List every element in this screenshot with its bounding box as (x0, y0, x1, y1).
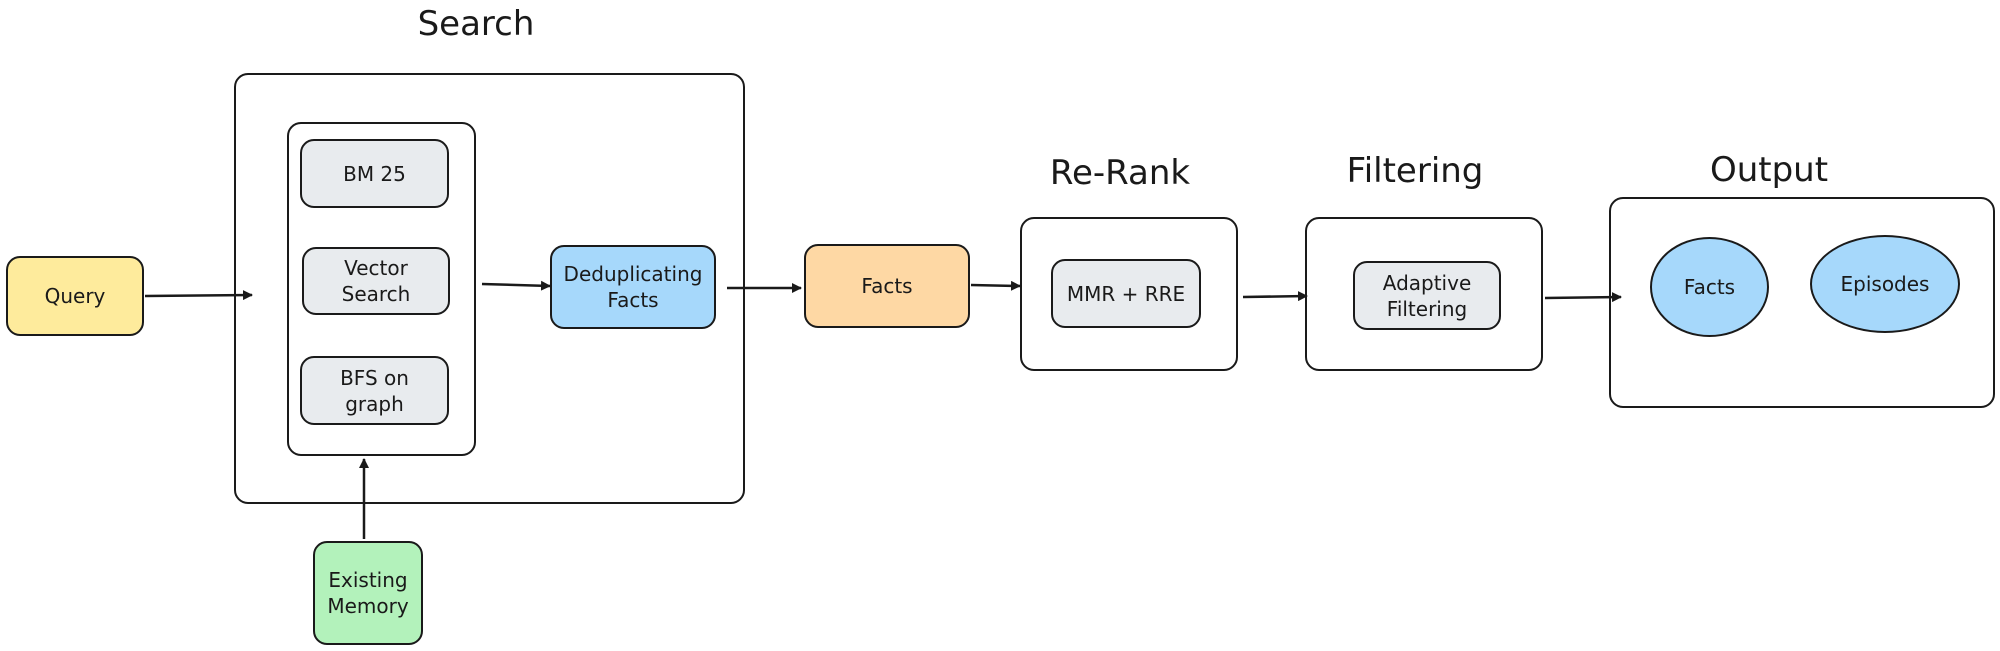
search-methods-frame (287, 122, 476, 456)
rerank-frame (1020, 217, 1238, 371)
arrow-query-to-search (144, 290, 253, 301)
arrow-methods-to-dedup (481, 280, 551, 291)
output-facts-node: Facts (1650, 237, 1769, 337)
filtering-title: Filtering (1346, 151, 1484, 191)
output-title: Output (1709, 150, 1829, 190)
search-title: Search (417, 4, 535, 44)
mmr-rre-node: MMR + RRE (1051, 259, 1201, 328)
arrow-filtering-to-output (1544, 292, 1622, 303)
facts-node: Facts (804, 244, 970, 328)
bfs-graph-node: BFS on graph (300, 356, 449, 425)
arrow-rerank-to-filtering (1242, 291, 1308, 302)
output-frame (1609, 197, 1995, 408)
adaptive-filtering-node: Adaptive Filtering (1353, 261, 1501, 330)
deduplicating-facts-node: Deduplicating Facts (550, 245, 716, 329)
output-episodes-node: Episodes (1810, 235, 1960, 333)
existing-memory-node: Existing Memory (313, 541, 423, 645)
bm25-node: BM 25 (300, 139, 449, 208)
arrow-facts-to-rerank (970, 280, 1021, 291)
rerank-title: Re-Rank (1049, 153, 1191, 193)
query-node: Query (6, 256, 144, 336)
vector-search-node: Vector Search (302, 247, 450, 315)
